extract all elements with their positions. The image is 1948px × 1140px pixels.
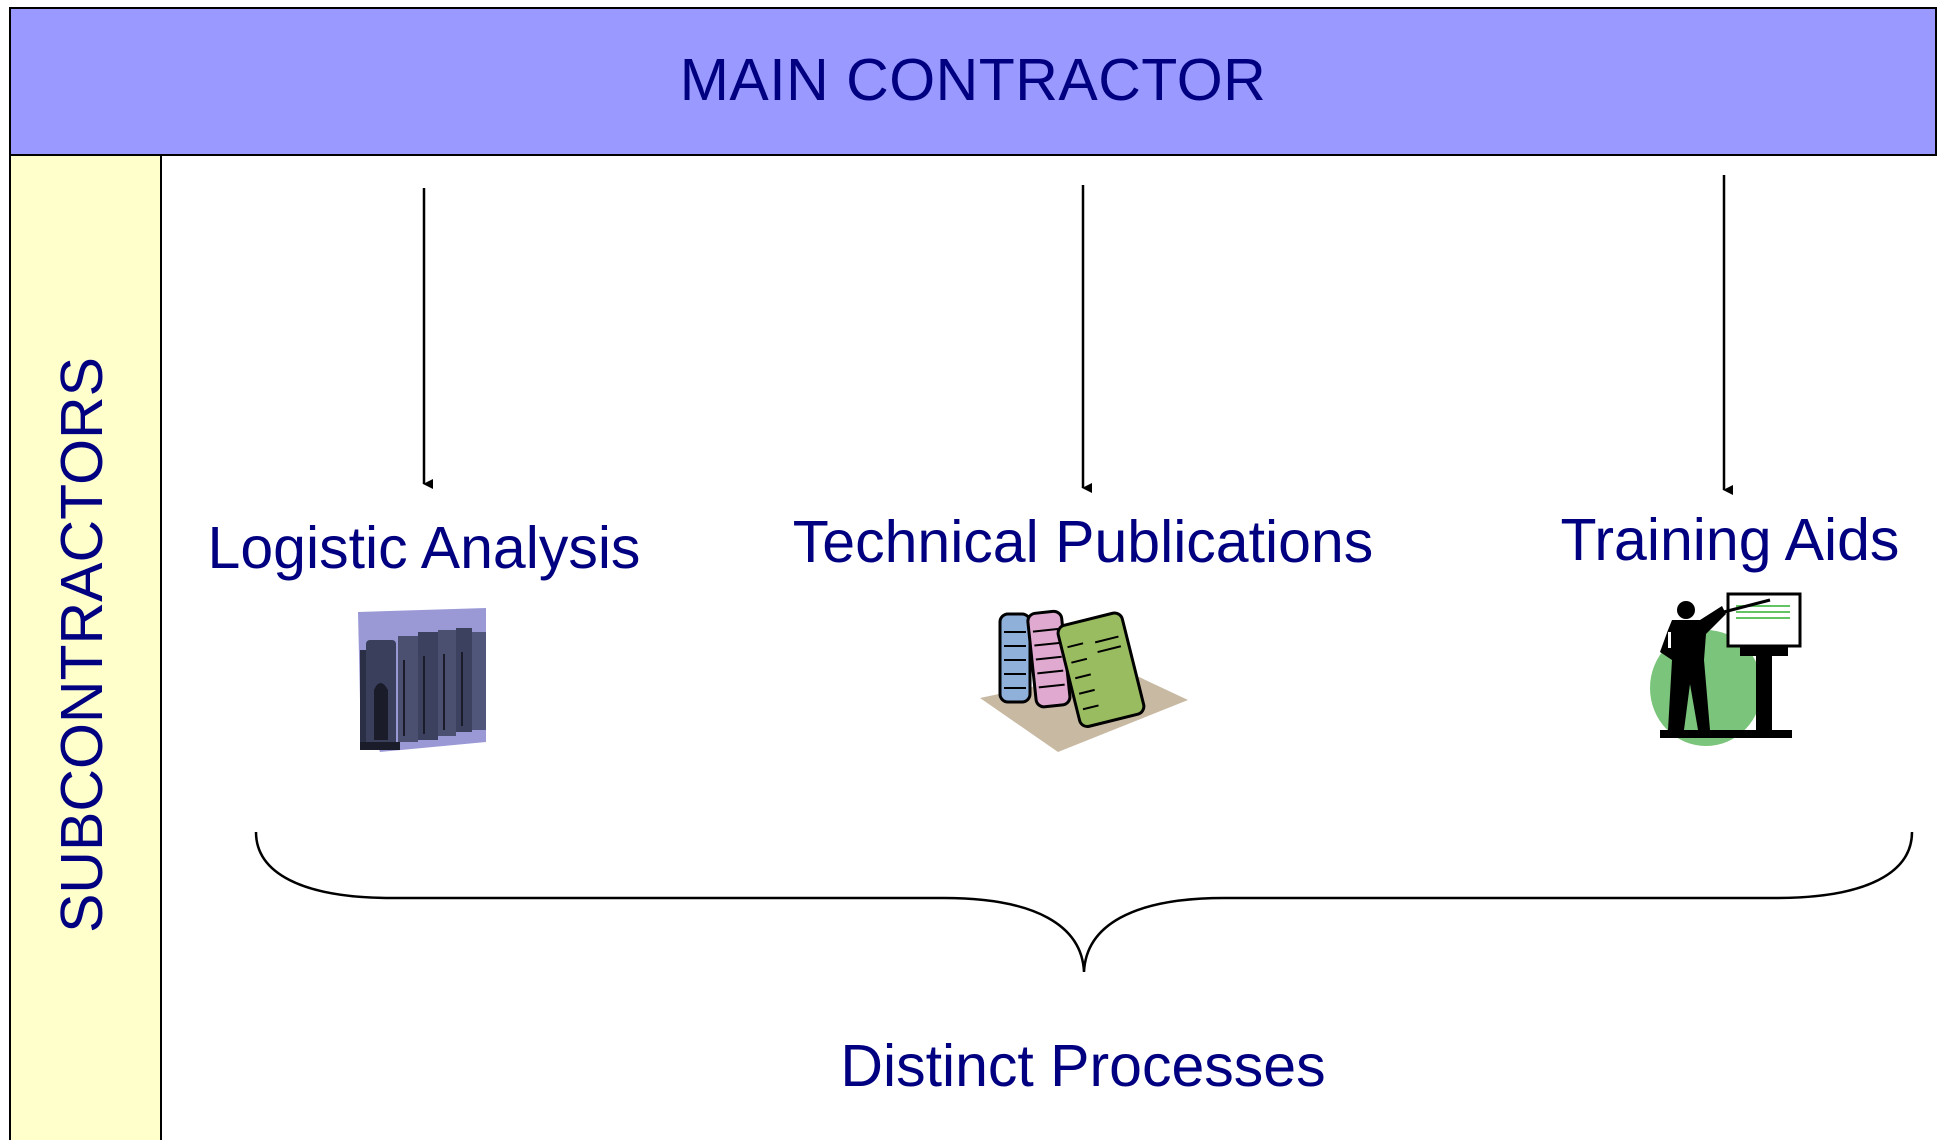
technical-publications-label: Technical Publications	[792, 509, 1374, 575]
distinct-processes-label: Distinct Processes	[840, 1033, 1326, 1099]
main-contractor-label: MAIN CONTRACTOR	[679, 46, 1267, 113]
main-contractor-band: MAIN CONTRACTOR	[9, 7, 1937, 156]
books-icon	[980, 609, 1188, 752]
subcontractors-band	[9, 154, 162, 1140]
binders-icon	[358, 608, 486, 752]
training-aids-label: Training Aids	[1560, 507, 1900, 573]
logistic-analysis-label: Logistic Analysis	[207, 515, 641, 581]
presenter-icon	[1650, 592, 1802, 746]
curly-brace	[254, 831, 1914, 973]
